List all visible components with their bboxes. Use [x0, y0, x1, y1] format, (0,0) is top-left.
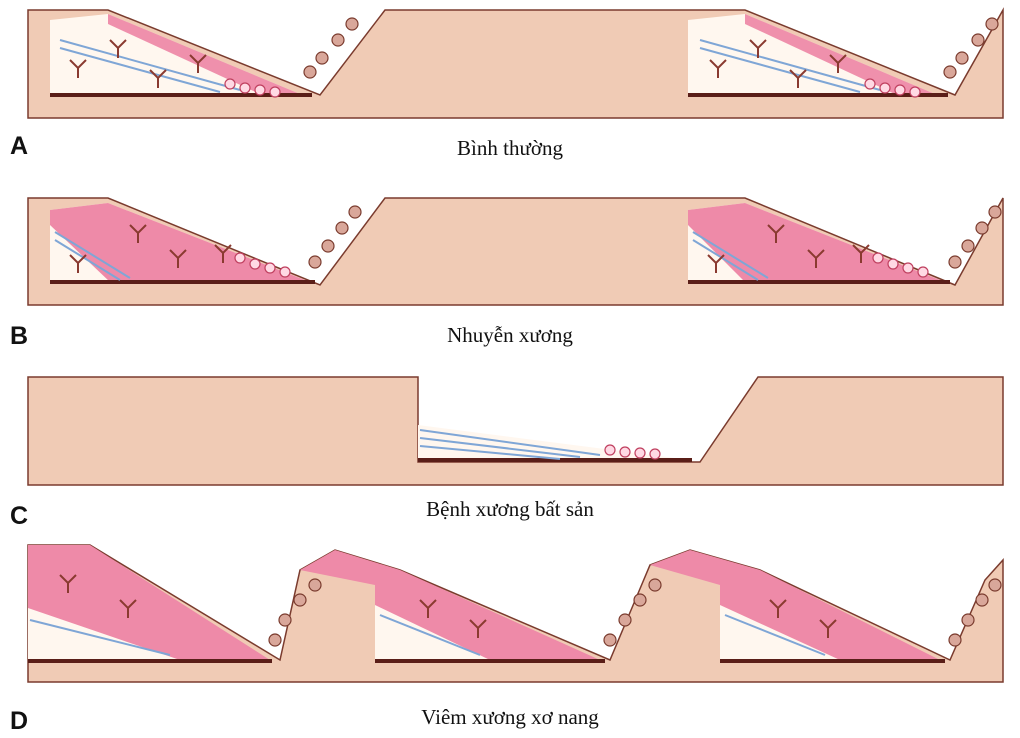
- panel-a-normal: A Bình thường: [10, 10, 1003, 160]
- bone-tissue: [28, 377, 1003, 485]
- panel-letter: A: [10, 132, 28, 160]
- panel-d-osteitis-fibrosa-cystica: D Viêm xương xơ nang: [10, 545, 1003, 735]
- panel-caption: Bình thường: [457, 136, 563, 160]
- panel-c-adynamic-bone-disease: C Bệnh xương bất sản: [10, 377, 1003, 530]
- panel-letter: C: [10, 502, 28, 530]
- panel-letter: B: [10, 322, 28, 350]
- panel-caption: Nhuyễn xương: [447, 323, 573, 347]
- panel-letter: D: [10, 707, 28, 735]
- panel-caption: Viêm xương xơ nang: [421, 705, 599, 729]
- panel-b-osteomalacia: B Nhuyễn xương: [10, 198, 1003, 350]
- panel-caption: Bệnh xương bất sản: [426, 497, 594, 521]
